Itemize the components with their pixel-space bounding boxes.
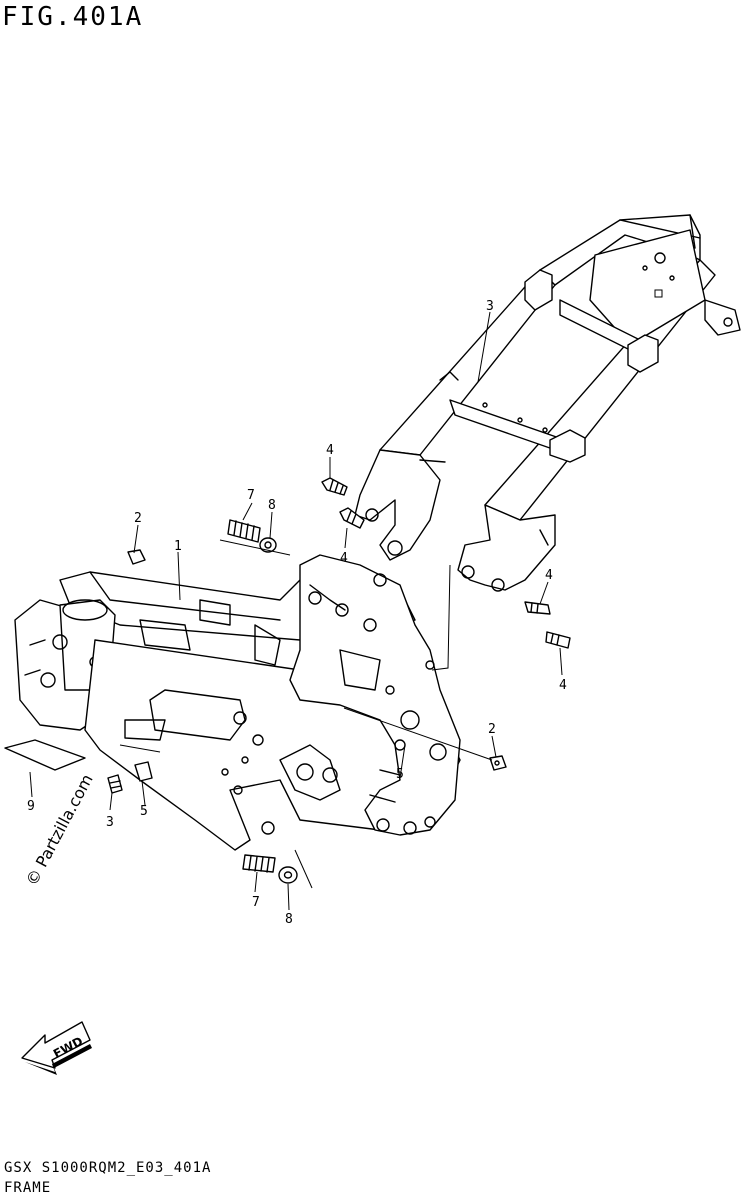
callout-1-main-frame: 1 bbox=[174, 539, 182, 554]
main-frame bbox=[14, 554, 461, 851]
label-plate-9 bbox=[4, 739, 86, 771]
collar-5 bbox=[134, 761, 153, 782]
callout-2-lower: 2 bbox=[488, 722, 496, 737]
bolt-3 bbox=[107, 774, 123, 794]
callout-4-right-b: 4 bbox=[559, 678, 567, 693]
damper-7-upper bbox=[227, 519, 261, 543]
callout-4-right-a: 4 bbox=[545, 568, 553, 583]
callout-3-bolt: 3 bbox=[106, 815, 114, 830]
leader-lines bbox=[29, 311, 563, 911]
callout-3-subframe: 3 bbox=[486, 299, 494, 314]
callout-4-lower-left: 4 bbox=[340, 551, 348, 566]
bolt-4-right-a bbox=[524, 601, 551, 615]
callout-8-lower: 8 bbox=[285, 912, 293, 927]
figure-title: FIG.401A bbox=[2, 2, 144, 32]
damper-7-lower bbox=[242, 854, 276, 873]
callout-5-collar: 5 bbox=[140, 804, 148, 819]
fwd-arrow: FWD bbox=[21, 1021, 92, 1075]
callout-9-label: 9 bbox=[27, 799, 35, 814]
callout-7-upper: 7 bbox=[247, 488, 255, 503]
callout-8-upper: 8 bbox=[268, 498, 276, 513]
callout-5-frame: 5 bbox=[396, 767, 404, 782]
bolt-4-right-b bbox=[545, 631, 571, 649]
callout-4-upper: 4 bbox=[326, 443, 334, 458]
rear-subframe bbox=[354, 214, 741, 592]
footer-diagram-name: FRAME bbox=[4, 1180, 52, 1196]
nut-2-upper bbox=[127, 549, 146, 565]
footer-diagram-code: GSX S1000RQM2_E03_401A bbox=[4, 1160, 212, 1176]
washer-8-lower bbox=[278, 866, 298, 884]
bolt-4-lower-left bbox=[339, 507, 365, 529]
washer-8-upper bbox=[259, 537, 277, 553]
nut-2-lower bbox=[489, 755, 507, 771]
callout-7-lower: 7 bbox=[252, 895, 260, 910]
bolt-4-upper bbox=[321, 477, 348, 496]
callout-2-upper: 2 bbox=[134, 511, 142, 526]
